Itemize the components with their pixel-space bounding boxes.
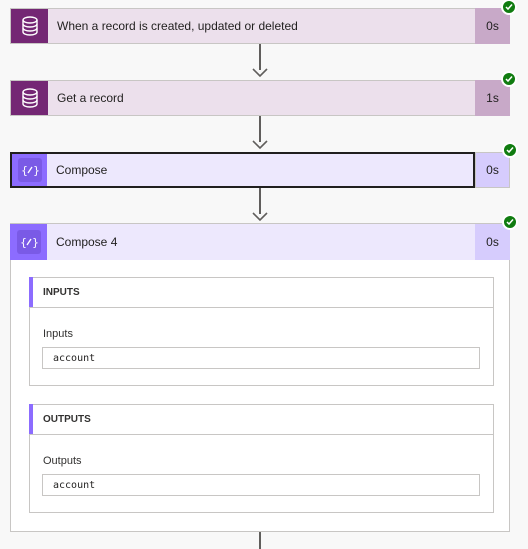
- outputs-value[interactable]: account: [42, 474, 480, 496]
- success-check-icon: [501, 71, 517, 87]
- inputs-value[interactable]: account: [42, 347, 480, 369]
- outputs-header: OUTPUTS: [30, 405, 493, 435]
- arrow-down-icon: [252, 140, 268, 150]
- connector-line: [259, 44, 261, 70]
- compose-4-panel: INPUTS Inputs account OUTPUTS Outputs ac…: [10, 223, 510, 532]
- connector-line: [259, 532, 261, 549]
- step-title: Get a record: [57, 91, 124, 105]
- database-icon: [21, 88, 38, 108]
- success-check-icon: [502, 142, 518, 158]
- step-compose-4[interactable]: { } Compose 4 0s: [10, 214, 518, 260]
- step-title: Compose 4: [56, 235, 118, 249]
- compose-icon: { }: [21, 164, 39, 177]
- outputs-label: Outputs: [43, 455, 82, 467]
- compose-icon: { }: [20, 236, 38, 249]
- step-duration: 0s: [475, 224, 510, 260]
- dataverse-icon-tile: [11, 81, 48, 115]
- section-accent: [29, 404, 33, 434]
- inputs-header: INPUTS: [30, 278, 493, 308]
- compose-icon-tile: { }: [10, 224, 47, 260]
- step-title: Compose: [56, 163, 108, 177]
- step-get-a-record[interactable]: Get a record 1s: [10, 71, 517, 116]
- database-icon: [21, 16, 38, 36]
- arrow-down-icon: [252, 212, 268, 222]
- dataverse-icon-tile: [11, 9, 48, 43]
- outputs-section: OUTPUTS Outputs account: [29, 404, 494, 513]
- inputs-section: INPUTS Inputs account: [29, 277, 494, 386]
- svg-text:}: }: [32, 236, 38, 249]
- step-title: When a record is created, updated or del…: [57, 19, 298, 33]
- arrow-down-icon: [252, 68, 268, 78]
- success-check-icon: [501, 0, 517, 15]
- compose-icon-tile: { }: [12, 154, 47, 186]
- step-when-record-trigger[interactable]: When a record is created, updated or del…: [10, 0, 517, 44]
- section-accent: [29, 277, 33, 307]
- step-selected-frame: [10, 152, 475, 188]
- success-check-icon: [502, 214, 518, 230]
- inputs-label: Inputs: [43, 328, 73, 340]
- connector-line: [259, 188, 261, 214]
- svg-text:{: {: [20, 236, 27, 249]
- step-duration: 0s: [475, 152, 510, 188]
- connector-line: [259, 116, 261, 142]
- step-compose[interactable]: { } Compose 0s: [10, 142, 518, 188]
- svg-text:}: }: [33, 164, 39, 177]
- svg-text:{: {: [21, 164, 28, 177]
